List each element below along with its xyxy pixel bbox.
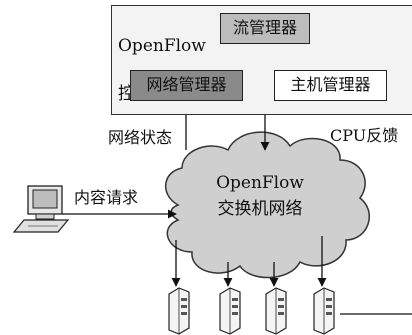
server-icon	[168, 287, 190, 335]
network-state-label: 网络状态	[108, 128, 173, 147]
network-manager-node: 网络管理器	[130, 70, 243, 101]
flow-manager-node: 流管理器	[220, 13, 310, 44]
server-icon	[265, 287, 287, 335]
content-request-label: 内容请求	[74, 188, 139, 207]
switch-network-cloud	[164, 131, 371, 279]
switch-network-label: OpenFlow 交换机网络	[200, 170, 320, 222]
controller-label-line1: OpenFlow	[118, 36, 206, 56]
switch-network-line1: OpenFlow	[216, 173, 304, 193]
server-icon	[313, 287, 335, 335]
desktop-computer-icon	[12, 185, 70, 233]
server-icon	[219, 287, 241, 335]
cpu-feedback-label: CPU反馈	[330, 126, 399, 145]
switch-network-line2: 交换机网络	[217, 199, 303, 219]
host-manager-node: 主机管理器	[274, 70, 387, 101]
